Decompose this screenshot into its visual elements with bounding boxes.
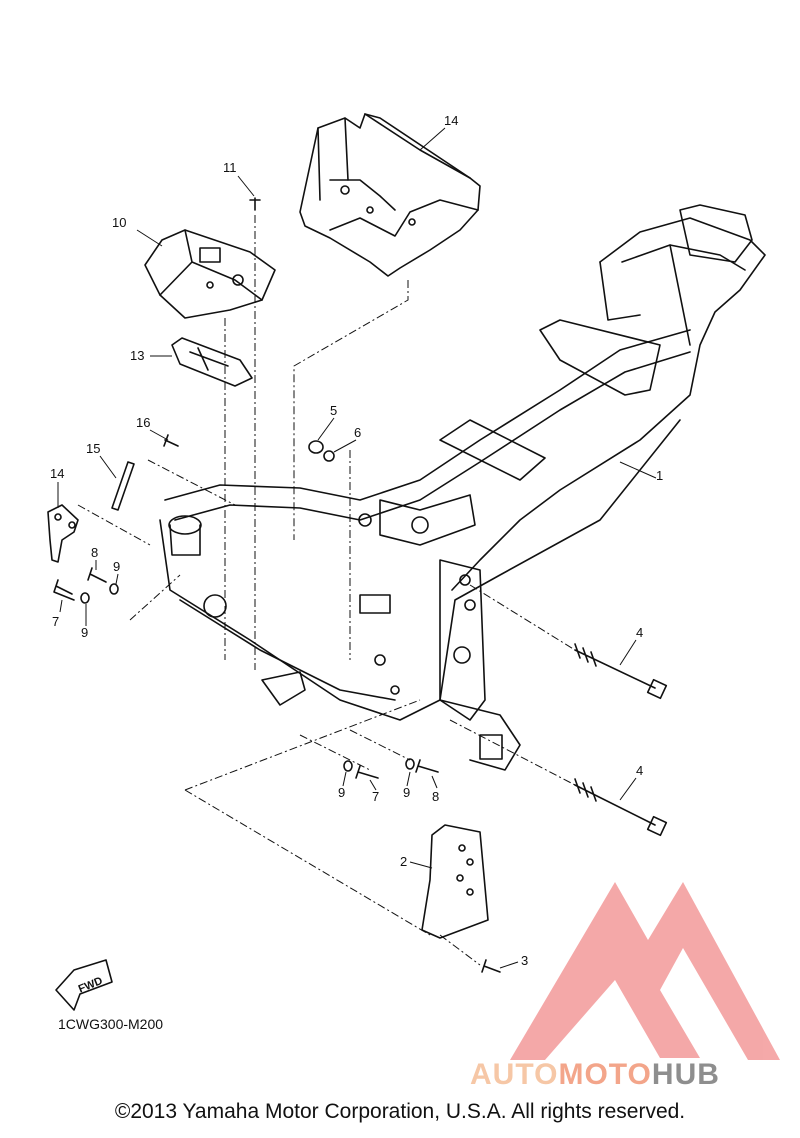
watermark-logo: [510, 882, 780, 1060]
part-4-bolt-upper: [574, 643, 668, 700]
copyright-notice: ©2013 Yamaha Motor Corporation, U.S.A. A…: [114, 1100, 686, 1123]
callout-9-left-lower: 9: [81, 625, 88, 640]
watermark-moto: MOTO: [558, 1058, 652, 1091]
diagram-code: 1CWG300-M200: [58, 1016, 164, 1032]
part-16-strip: [111, 461, 135, 511]
fasteners: [53, 197, 501, 973]
callout-10: 10: [112, 215, 126, 230]
callout-9-left-upper: 9: [113, 559, 120, 574]
callout-9-mid-left: 9: [338, 785, 345, 800]
callout-16: 15: [86, 441, 100, 456]
callout-12: 13: [130, 348, 144, 363]
part-1-frame: [159, 204, 766, 771]
part-2-bracket: [421, 824, 489, 939]
watermark-auto: AUTO: [470, 1058, 559, 1091]
callout-8-left: 8: [91, 545, 98, 560]
callout-13: 14: [444, 113, 458, 128]
part-13-cover: [299, 113, 481, 277]
callout-15: 16: [136, 415, 150, 430]
callout-11: 11: [223, 160, 237, 175]
callout-1: 1: [656, 468, 663, 483]
callout-7-left: 7: [52, 614, 59, 629]
callout-5: 5: [330, 403, 337, 418]
callout-2: 2: [400, 854, 407, 869]
part-12-plate: [171, 337, 253, 387]
callout-9-mid-right: 9: [403, 785, 410, 800]
watermark-hub: HUB: [651, 1058, 720, 1091]
part-14-bracket: [47, 504, 79, 563]
fwd-arrow-icon: FWD: [55, 959, 113, 1011]
assembly-guide-lines: [77, 215, 576, 966]
callouts: 14 11 10 13 5 16 6 15 1 14 8 9 7 9 4 4 9…: [50, 113, 663, 968]
callout-4-upper: 4: [636, 625, 643, 640]
leader-lines: [57, 127, 657, 969]
callout-3: 3: [521, 953, 528, 968]
callout-6: 6: [354, 425, 361, 440]
part-10-bracket: [144, 229, 276, 319]
callout-8-mid: 8: [432, 789, 439, 804]
callout-4-lower: 4: [636, 763, 643, 778]
watermark-text: AUTOMOTOHUB: [470, 1058, 720, 1092]
part-4-bolt-lower: [574, 778, 668, 837]
callout-14: 14: [50, 466, 64, 481]
callout-7-mid: 7: [372, 789, 379, 804]
